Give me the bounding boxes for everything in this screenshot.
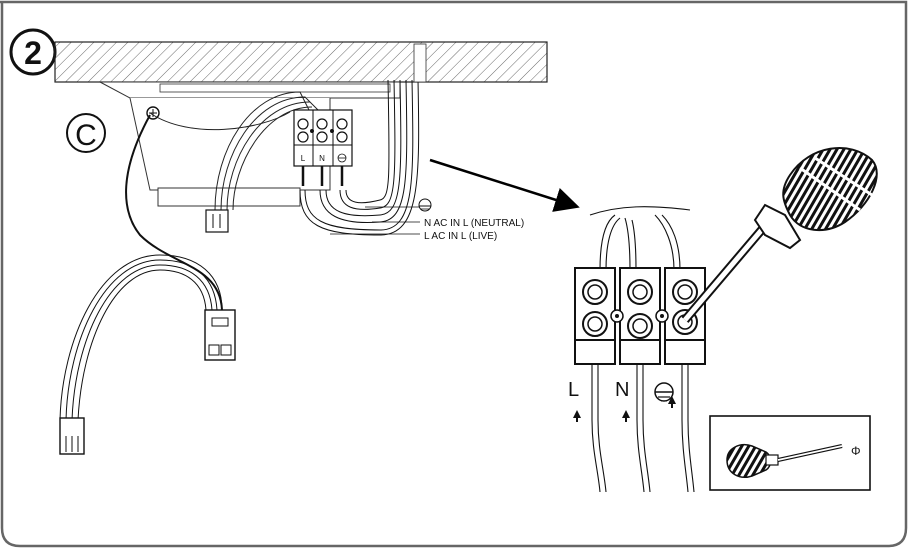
zoom-terminal-neutral (619, 267, 661, 365)
callout-letter: C (75, 119, 97, 152)
neutral-wire-label: N AC IN L (NEUTRAL) (424, 218, 524, 229)
live-wire-label: L AC IN L (LIVE) (424, 231, 497, 242)
arrow-up-icon (573, 410, 581, 422)
fixture-wires (149, 91, 321, 211)
fixture-connector (205, 209, 229, 233)
terminal-label-live: L (301, 154, 306, 163)
earth-ground-icon (654, 382, 674, 402)
earth-ground-icon (418, 198, 432, 212)
zoom-terminal-live (574, 267, 616, 365)
plug-connector (204, 309, 236, 361)
inset-tool-symbol: Φ (851, 444, 861, 458)
screwdriver-icon (681, 147, 878, 323)
step-number: 2 (24, 35, 42, 71)
screwdriver-icon (726, 444, 843, 478)
fixture-housing (99, 81, 401, 207)
arrow-up-icon (668, 396, 676, 408)
zoom-label-neutral: N (615, 379, 629, 401)
inset-panel: Φ (709, 415, 871, 491)
terminal-label-neutral: N (319, 154, 325, 163)
pointer-arrow-icon (429, 158, 580, 212)
zoom-terminal-ground (664, 267, 706, 365)
terminal-block: L N (293, 109, 353, 167)
zoom-wires-bottom (591, 364, 695, 493)
lead-cable (59, 114, 223, 421)
step-badge: 2 (9, 28, 57, 76)
zoom-terminal-block (574, 267, 706, 365)
label-leaders (330, 206, 420, 235)
earth-ground-icon (337, 153, 347, 163)
callout-c: C (66, 113, 106, 153)
zoom-label-live: L (568, 379, 579, 401)
arrow-up-icon (622, 410, 630, 422)
socket-connector (59, 417, 85, 455)
ceiling-hatched (54, 41, 548, 83)
zoom-wires-top (589, 206, 691, 271)
